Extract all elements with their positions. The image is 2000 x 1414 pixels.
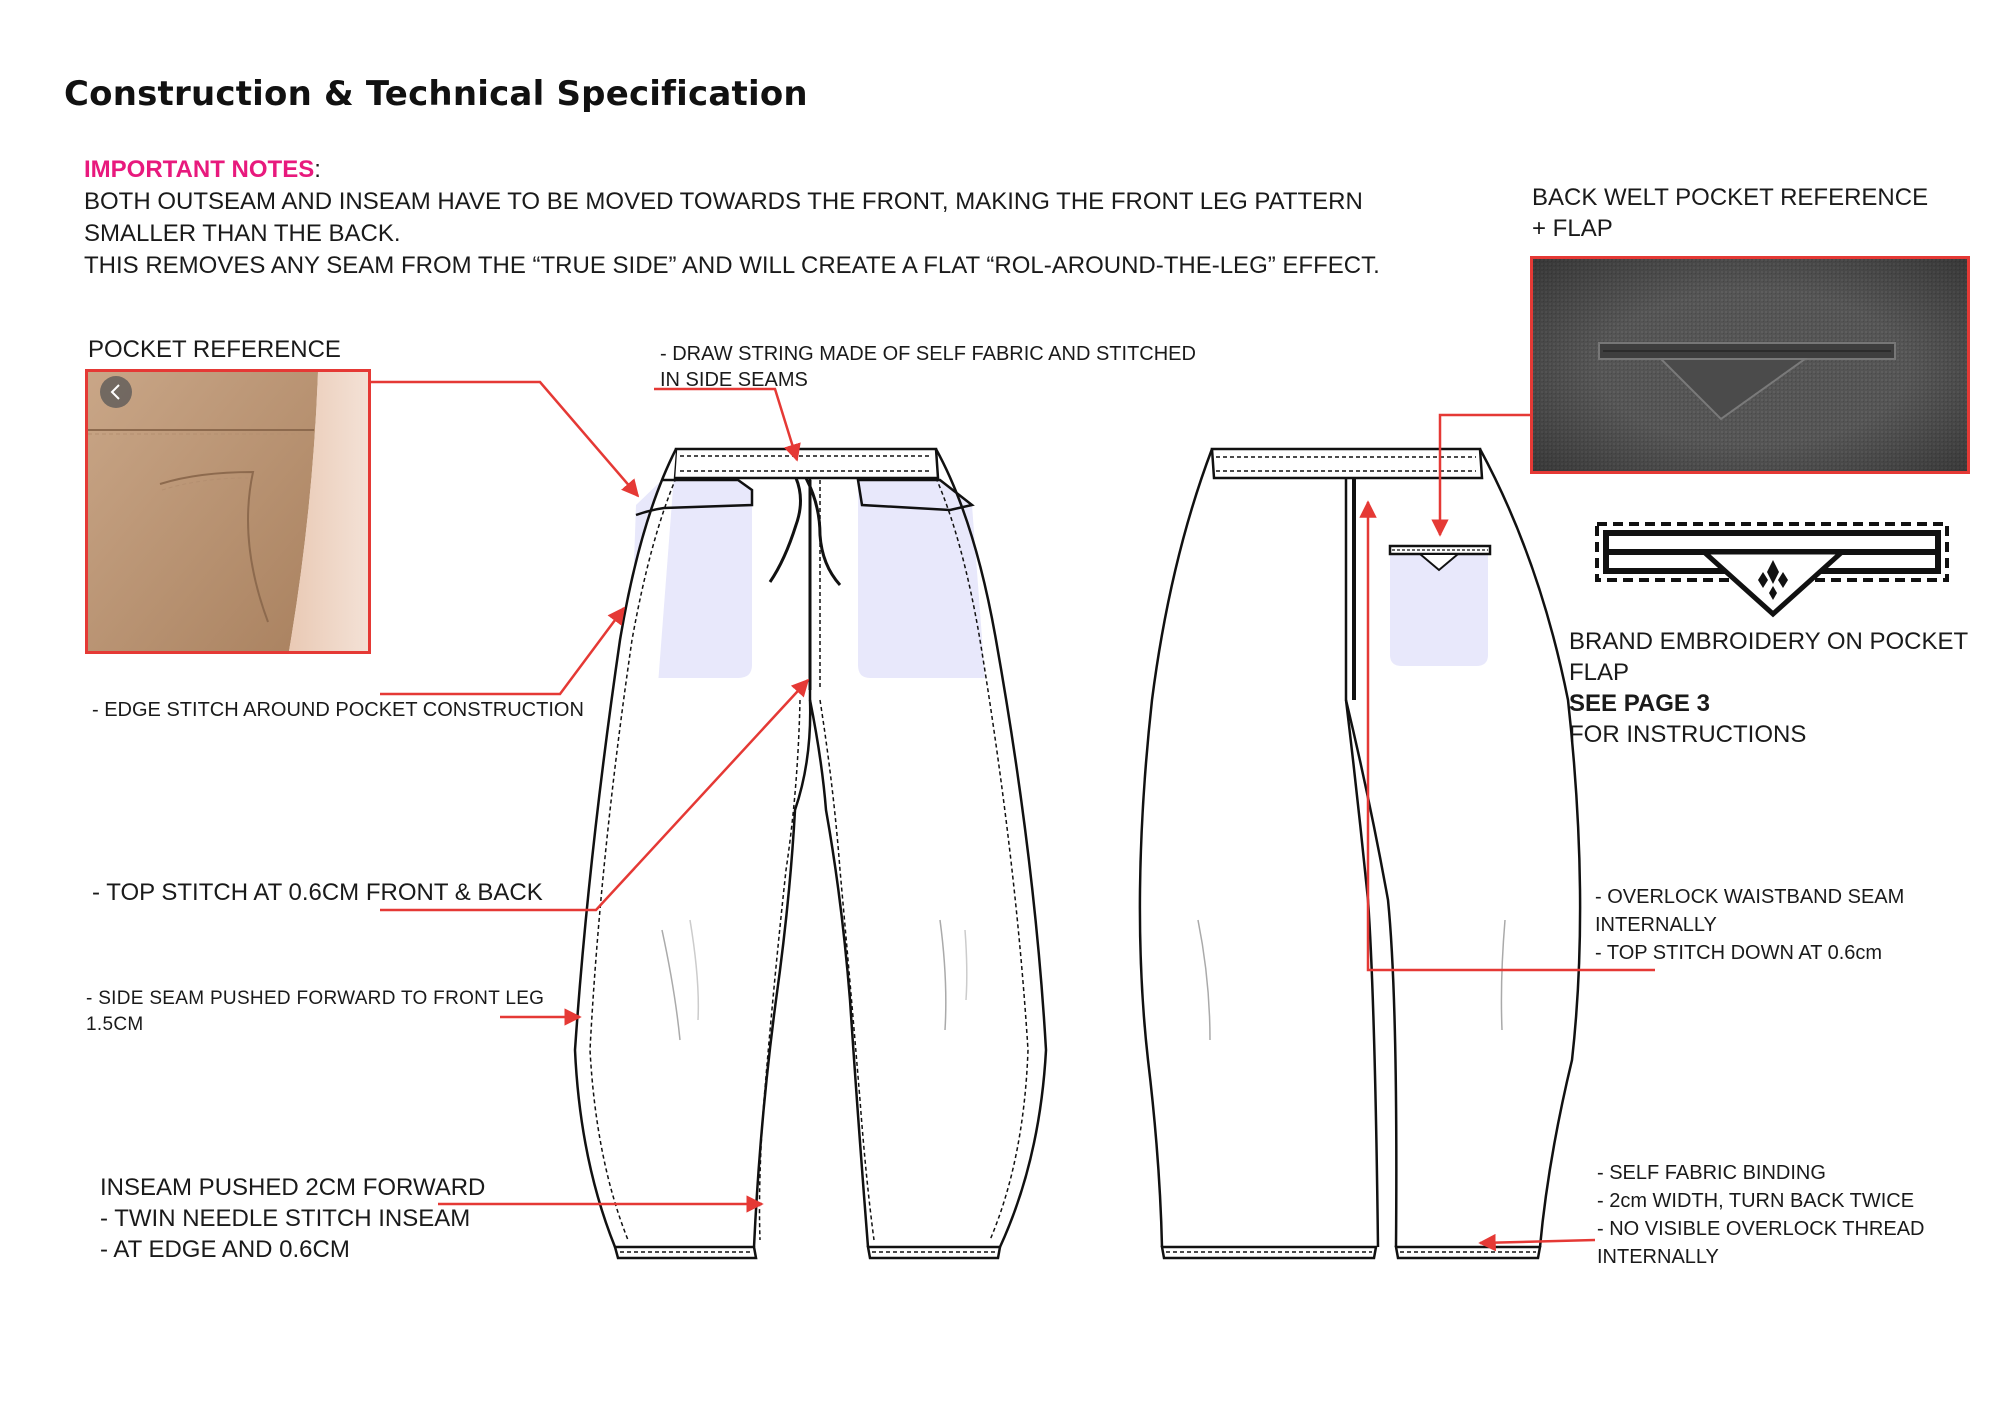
binding-callout-line: INTERNALLY [1597,1246,1719,1268]
see-page-line: SEE PAGE 3 FOR INSTRUCTIONS [1569,688,1968,750]
back-welt-label-line: + FLAP [1532,215,1613,242]
inseam-callout-line: - AT EDGE AND 0.6CM [100,1236,350,1263]
inseam-callout: INSEAM PUSHED 2CM FORWARD - TWIN NEEDLE … [100,1172,485,1265]
notes-heading-line: IMPORTANT NOTES: [84,154,1344,186]
top-stitch-callout: - TOP STITCH AT 0.6CM FRONT & BACK [92,879,543,906]
overlock-callout: - OVERLOCK WAISTBAND SEAM INTERNALLY - T… [1595,883,1904,967]
back-welt-label-line: BACK WELT POCKET REFERENCE [1532,184,1929,211]
notes-heading-suffix: : [314,156,321,183]
side-seam-callout: - SIDE SEAM PUSHED FORWARD TO FRONT LEG … [86,986,544,1038]
drawstring-callout-line: - DRAW STRING MADE OF SELF FABRIC AND ST… [660,343,1196,365]
back-pants-flat [1138,447,1582,1260]
overlock-callout-line: - OVERLOCK WAISTBAND SEAM [1595,886,1905,908]
notes-line: THIS REMOVES ANY SEAM FROM THE “TRUE SID… [84,252,1380,279]
pocket-photo-art [88,372,368,651]
edge-stitch-callout: - EDGE STITCH AROUND POCKET CONSTRUCTION [92,699,584,721]
back-welt-photo [1530,256,1970,474]
overlock-callout-line: - TOP STITCH DOWN AT 0.6cm [1595,942,1883,964]
welt-photo-art [1533,259,1967,471]
side-seam-callout-line: 1.5CM [86,1014,144,1035]
binding-callout: - SELF FABRIC BINDING - 2cm WIDTH, TURN … [1597,1159,1925,1271]
binding-callout-line: - NO VISIBLE OVERLOCK THREAD [1597,1218,1925,1240]
notes-heading: IMPORTANT NOTES [84,156,315,183]
important-notes: IMPORTANT NOTES: BOTH OUTSEAM AND INSEAM… [84,154,1380,282]
embroidery-label-line: BRAND EMBROIDERY ON POCKET [1569,628,1969,655]
drawstring-callout: - DRAW STRING MADE OF SELF FABRIC AND ST… [660,341,1196,393]
front-pants-flat [573,447,1048,1260]
binding-callout-line: - SELF FABRIC BINDING [1597,1162,1826,1184]
brand-logo-icon [1758,560,1788,600]
pocket-reference-photo [85,369,371,654]
embroidery-label-line: FLAP [1569,659,1630,686]
inseam-callout-line: - TWIN NEEDLE STITCH INSEAM [100,1205,471,1232]
binding-callout-line: - 2cm WIDTH, TURN BACK TWICE [1597,1190,1915,1212]
see-page-bold: SEE PAGE 3 [1569,690,1710,717]
overlock-callout-line: INTERNALLY [1595,914,1717,936]
side-seam-callout-line: - SIDE SEAM PUSHED FORWARD TO FRONT LEG [86,988,545,1009]
drawstring-callout-line: IN SIDE SEAMS [660,369,808,391]
see-page-rest: FOR INSTRUCTIONS [1569,721,1807,748]
page-title: Construction & Technical Specification [64,74,808,114]
back-welt-label: BACK WELT POCKET REFERENCE + FLAP [1532,182,1928,244]
chevron-left-icon [110,384,120,400]
notes-line: BOTH OUTSEAM AND INSEAM HAVE TO BE MOVED… [84,188,1363,215]
embroidery-label: BRAND EMBROIDERY ON POCKET FLAP SEE PAGE… [1569,626,1968,750]
pocket-reference-label: POCKET REFERENCE [88,336,341,363]
notes-line: SMALLER THAN THE BACK. [84,220,401,247]
inseam-callout-line: INSEAM PUSHED 2CM FORWARD [100,1174,486,1201]
callout-arrows [371,380,1655,1252]
